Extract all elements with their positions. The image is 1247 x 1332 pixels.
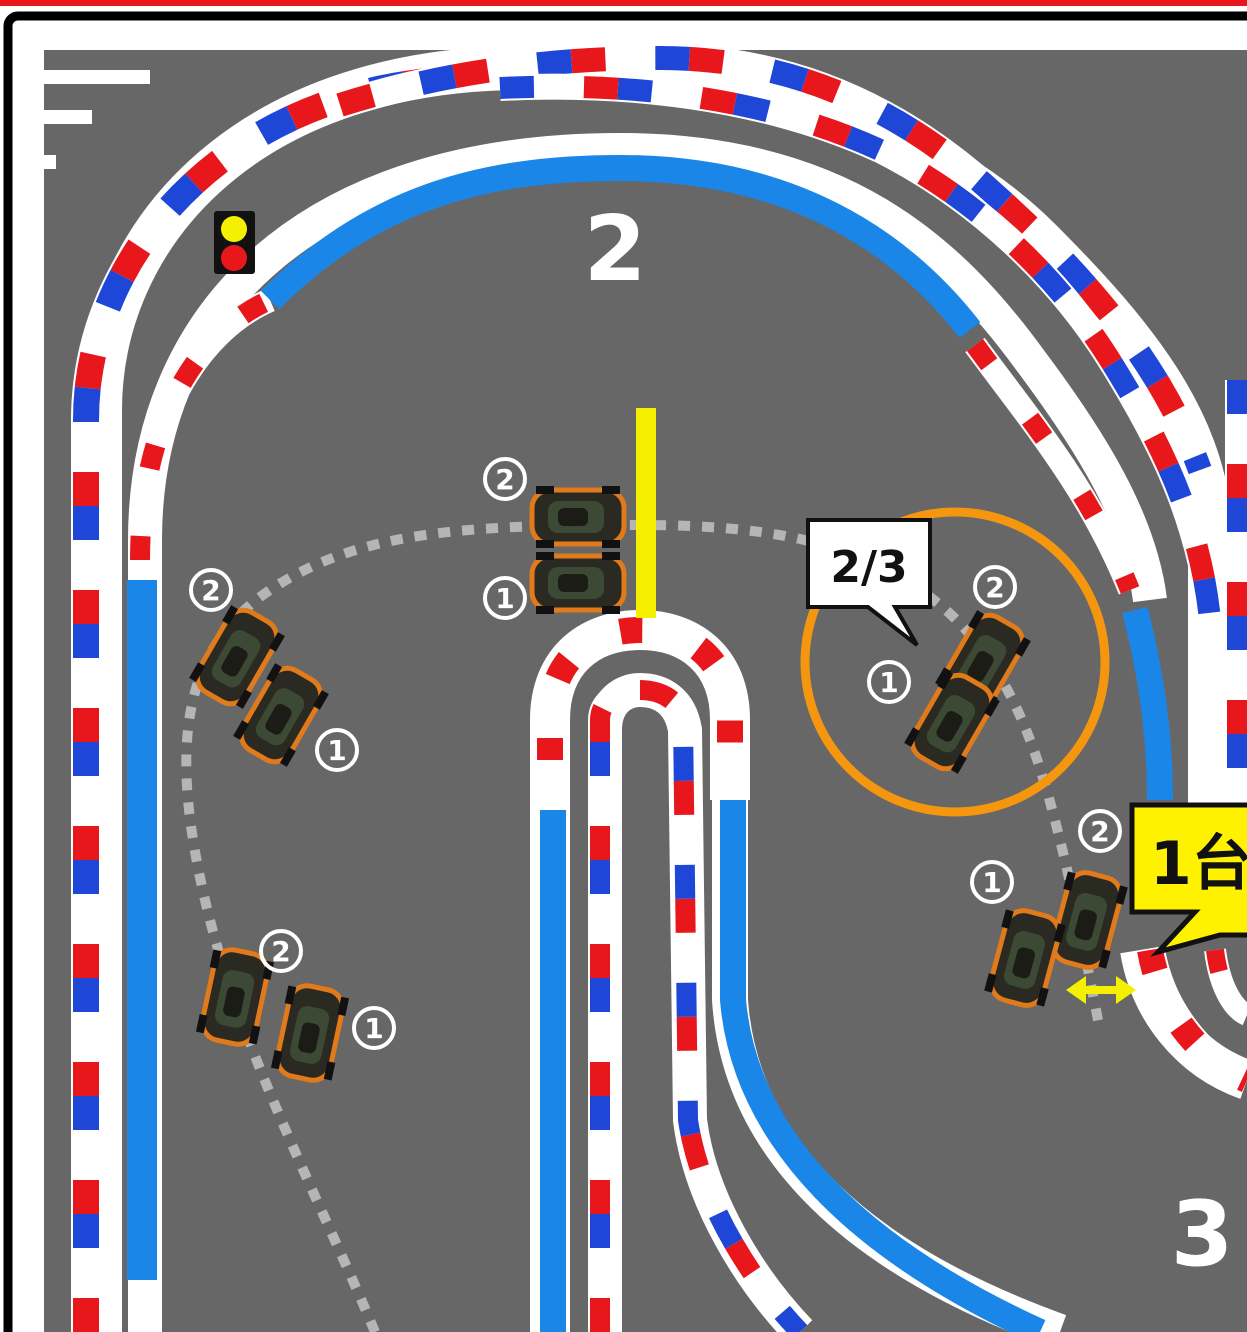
yellow-marker-line [636, 408, 656, 618]
highlight-circle [800, 507, 1110, 817]
kerb-corner-3-inner [1204, 948, 1247, 1026]
position-badge-label: 2 [495, 463, 514, 496]
car-icon [529, 486, 627, 548]
traffic-light-icon [214, 211, 255, 274]
kerb-corner-2-left [128, 288, 275, 561]
blue-lines [127, 154, 1173, 1332]
position-badge: 2 [189, 568, 233, 612]
curbs [71, 43, 1247, 1332]
position-badge: 2 [483, 457, 527, 501]
position-badge-label: 2 [201, 574, 220, 607]
position-badge: 1 [315, 728, 359, 772]
outer-curb-top-inner [499, 73, 1223, 622]
kerb-corner-3 [1135, 947, 1247, 1094]
corner-number: 3 [1171, 1182, 1234, 1287]
kerb-corner-2-right [965, 337, 1142, 595]
kerb-hairpin [535, 614, 745, 770]
car-icon [189, 605, 285, 709]
one-car-callout: 1台 [1129, 802, 1247, 957]
kerb-pitwall-right [639, 678, 809, 1332]
car-icon [270, 983, 350, 1083]
double-arrow-icon [1066, 976, 1136, 1004]
position-badges: 2 1 2 1 2 1 2 1 2 1 [189, 457, 1122, 1050]
outer-curb-top [335, 43, 1214, 475]
car-icon [1046, 870, 1128, 970]
car-icon [233, 663, 329, 767]
position-badge-label: 1 [982, 866, 1001, 899]
position-badge: 2 [1078, 809, 1122, 853]
one-car-callout-text: 1台 [1150, 829, 1247, 899]
position-badge: 1 [867, 660, 911, 704]
corner-number: 2 [584, 197, 647, 302]
kerb-pitwall-left [588, 678, 641, 1332]
cars [189, 486, 1128, 1083]
car-icon [529, 552, 627, 614]
ratio-callout-text: 2/3 [830, 542, 907, 593]
position-badge: 1 [970, 860, 1014, 904]
car-icon [904, 670, 1000, 774]
position-badge-label: 2 [1090, 815, 1109, 848]
grid-lines [44, 70, 150, 169]
position-badge-label: 1 [495, 582, 514, 615]
position-badge-label: 2 [985, 571, 1004, 604]
position-badge-label: 1 [364, 1012, 383, 1045]
racing-line [181, 519, 1105, 1332]
position-badge-label: 2 [271, 935, 290, 968]
position-badge: 2 [973, 565, 1017, 609]
ratio-callout: 2/3 [806, 518, 932, 647]
position-badge: 1 [483, 576, 527, 620]
position-badge: 1 [352, 1006, 396, 1050]
top-rule [0, 0, 1247, 6]
car-icon [984, 908, 1066, 1008]
position-badge-label: 1 [879, 666, 898, 699]
position-badge: 2 [259, 929, 303, 973]
position-badge-label: 1 [327, 734, 346, 767]
